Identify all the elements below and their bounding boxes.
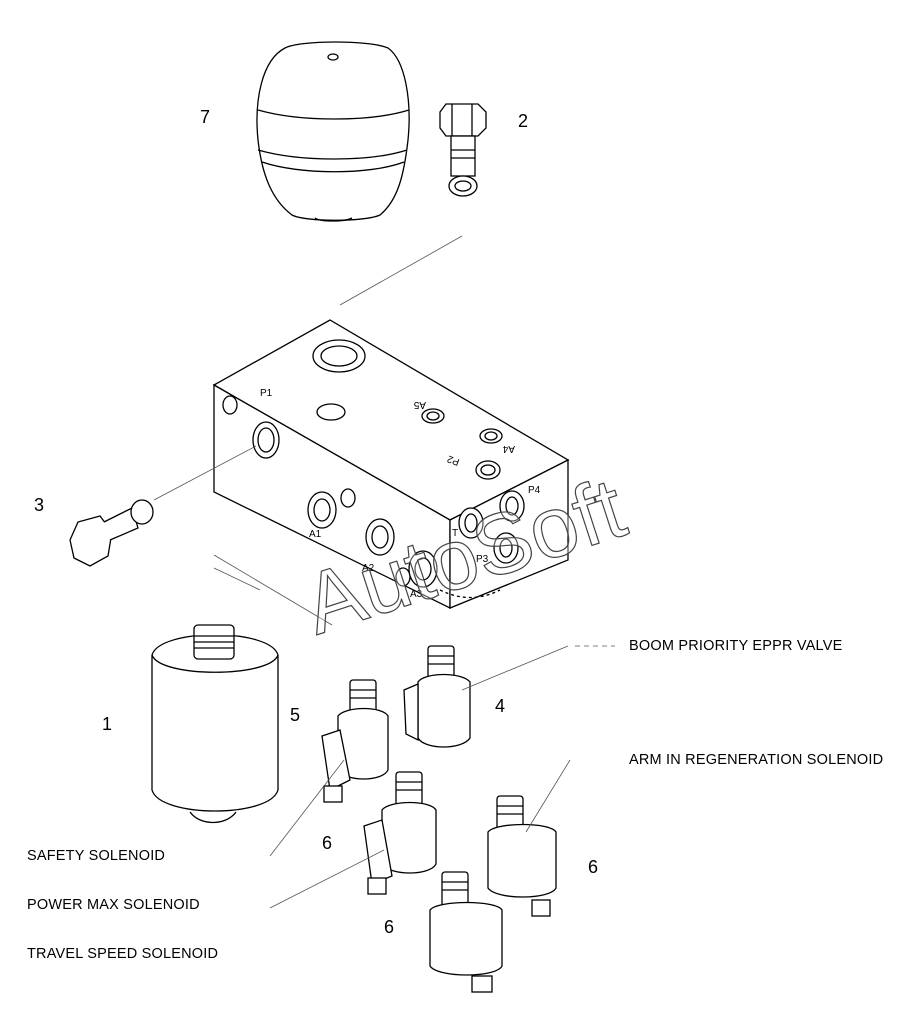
solenoid-part-6-c [429,871,503,993]
label-boom-priority-eppr-valve: BOOM PRIORITY EPPR VALVE [629,638,843,654]
callout-6-left: 6 [322,833,333,853]
manifold-block [212,319,570,610]
filter-part-1 [151,624,279,824]
port-labels: P1 A1 A2 A3 P3 P4 T A5 A4 P2 [260,388,541,600]
label-travel-speed-solenoid: TRAVEL SPEED SOLENOID [27,946,219,962]
callout-3: 3 [34,495,45,515]
callout-6-right: 6 [588,857,599,877]
callout-7: 7 [200,107,211,127]
port-label-a2: A2 [362,563,375,574]
port-label-p3: P3 [476,554,489,565]
plug-part-2 [439,103,487,197]
callout-5: 5 [290,705,301,725]
leader-lines [153,235,615,909]
solenoid-part-6-b [487,795,557,917]
port-label-p4: P4 [528,485,541,496]
accumulator-part-7 [256,41,410,222]
port-label-a3: A3 [410,589,423,600]
label-safety-solenoid: SAFETY SOLENOID [27,848,166,864]
callout-4: 4 [495,696,506,716]
port-label-a1: A1 [309,529,322,540]
callout-2: 2 [518,111,529,131]
label-arm-in-regeneration-solenoid: ARM IN REGENERATION SOLENOID [629,752,884,768]
port-label-a5: A5 [413,399,426,410]
eppr-valve-part-4 [403,645,471,748]
label-power-max-solenoid: POWER MAX SOLENOID [27,897,200,913]
plug-part-3 [69,499,154,567]
port-label-p1: P1 [260,388,273,399]
solenoid-part-5 [321,679,389,803]
callout-1: 1 [102,714,113,734]
solenoid-part-6-a [363,771,437,895]
port-label-a4: A4 [502,443,515,454]
callout-6-bottom: 6 [384,917,395,937]
port-label-p2: P2 [445,452,461,467]
port-label-t: T [452,528,458,539]
